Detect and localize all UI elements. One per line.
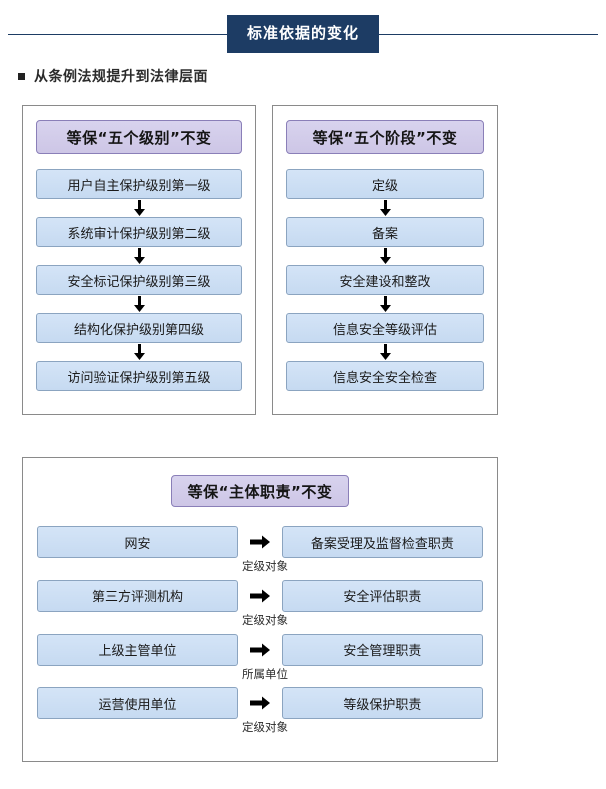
- flow-column-phases: 等保“五个阶段”不变 定级 备案 安全建设和整改 信息安全等级评估 信息安全安全…: [273, 106, 497, 414]
- arrow-down-icon: [286, 295, 484, 313]
- level-box-3[interactable]: 安全标记保护级别第三级: [36, 265, 242, 295]
- duty-caption-3: 所属单位: [242, 666, 288, 681]
- arrow-down-icon: [286, 247, 484, 265]
- arrow-right-icon: [238, 643, 282, 657]
- level-box-1[interactable]: 用户自主保护级别第一级: [36, 169, 242, 199]
- panel-five-levels: 等保“五个级别”不变 用户自主保护级别第一级 系统审计保护级别第二级 安全标记保…: [22, 105, 256, 415]
- duties-header-row: 等保“主体职责”不变: [37, 475, 483, 507]
- duty-row: 第三方评测机构 安全评估职责: [37, 579, 483, 612]
- arrow-right-icon: [238, 696, 282, 710]
- title-rule-right: [379, 33, 599, 35]
- duty-subject-2[interactable]: 第三方评测机构: [37, 579, 239, 612]
- arrow-down-icon: [36, 343, 242, 361]
- level-box-2[interactable]: 系统审计保护级别第二级: [36, 217, 242, 247]
- level-box-5[interactable]: 访问验证保护级别第五级: [36, 361, 242, 391]
- section-subtitle-label: 从条例法规提升到法律层面: [34, 69, 208, 85]
- phase-box-1[interactable]: 定级: [286, 169, 484, 199]
- square-bullet-icon: [18, 72, 25, 80]
- arrow-down-icon: [36, 199, 242, 217]
- duty-responsibility-1[interactable]: 备案受理及监督检查职责: [281, 526, 483, 558]
- duty-responsibility-3[interactable]: 安全管理职责: [281, 633, 483, 666]
- level-box-4[interactable]: 结构化保护级别第四级: [36, 313, 242, 343]
- duty-responsibility-4[interactable]: 等级保护职责: [281, 687, 483, 720]
- phase-box-4[interactable]: 信息安全等级评估: [286, 313, 484, 343]
- duty-row: 运营使用单位 等级保护职责: [37, 687, 483, 720]
- duties-content: 等保“主体职责”不变 网安 备案受理及监督检查职责 定级对象 第三方评测机构 安…: [23, 458, 497, 761]
- duty-subject-1[interactable]: 网安: [37, 526, 239, 558]
- duty-row: 网安 备案受理及监督检查职责: [37, 526, 483, 558]
- duty-subject-4[interactable]: 运营使用单位: [37, 687, 239, 720]
- title-rule-left: [8, 33, 227, 35]
- page-title-banner: 标准依据的变化: [0, 12, 606, 56]
- panel-subject-duties: 等保“主体职责”不变 网安 备案受理及监督检查职责 定级对象 第三方评测机构 安…: [22, 457, 498, 762]
- duty-caption-1: 定级对象: [242, 559, 288, 573]
- duty-caption-2: 定级对象: [242, 612, 288, 627]
- arrow-right-icon: [238, 535, 282, 549]
- panel-phases-header: 等保“五个阶段”不变: [286, 120, 484, 154]
- arrow-down-icon: [286, 343, 484, 361]
- phase-box-3[interactable]: 安全建设和整改: [286, 265, 484, 295]
- arrow-down-icon: [36, 295, 242, 313]
- arrow-down-icon: [36, 247, 242, 265]
- phase-box-5[interactable]: 信息安全安全检查: [286, 361, 484, 391]
- duty-subject-3[interactable]: 上级主管单位: [37, 633, 239, 666]
- page-title: 标准依据的变化: [227, 15, 380, 53]
- phase-box-2[interactable]: 备案: [286, 217, 484, 247]
- arrow-right-icon: [238, 589, 282, 603]
- section-subtitle: 从条例法规提升到法律层面: [18, 66, 208, 86]
- panel-duties-header: 等保“主体职责”不变: [171, 475, 349, 507]
- panel-five-phases: 等保“五个阶段”不变 定级 备案 安全建设和整改 信息安全等级评估 信息安全安全…: [272, 105, 498, 415]
- duty-row: 上级主管单位 安全管理职责: [37, 633, 483, 666]
- flow-column-levels: 等保“五个级别”不变 用户自主保护级别第一级 系统审计保护级别第二级 安全标记保…: [23, 106, 255, 414]
- panel-levels-header: 等保“五个级别”不变: [36, 120, 242, 154]
- arrow-down-icon: [286, 199, 484, 217]
- duty-caption-4: 定级对象: [242, 720, 288, 735]
- duty-responsibility-2[interactable]: 安全评估职责: [281, 579, 483, 612]
